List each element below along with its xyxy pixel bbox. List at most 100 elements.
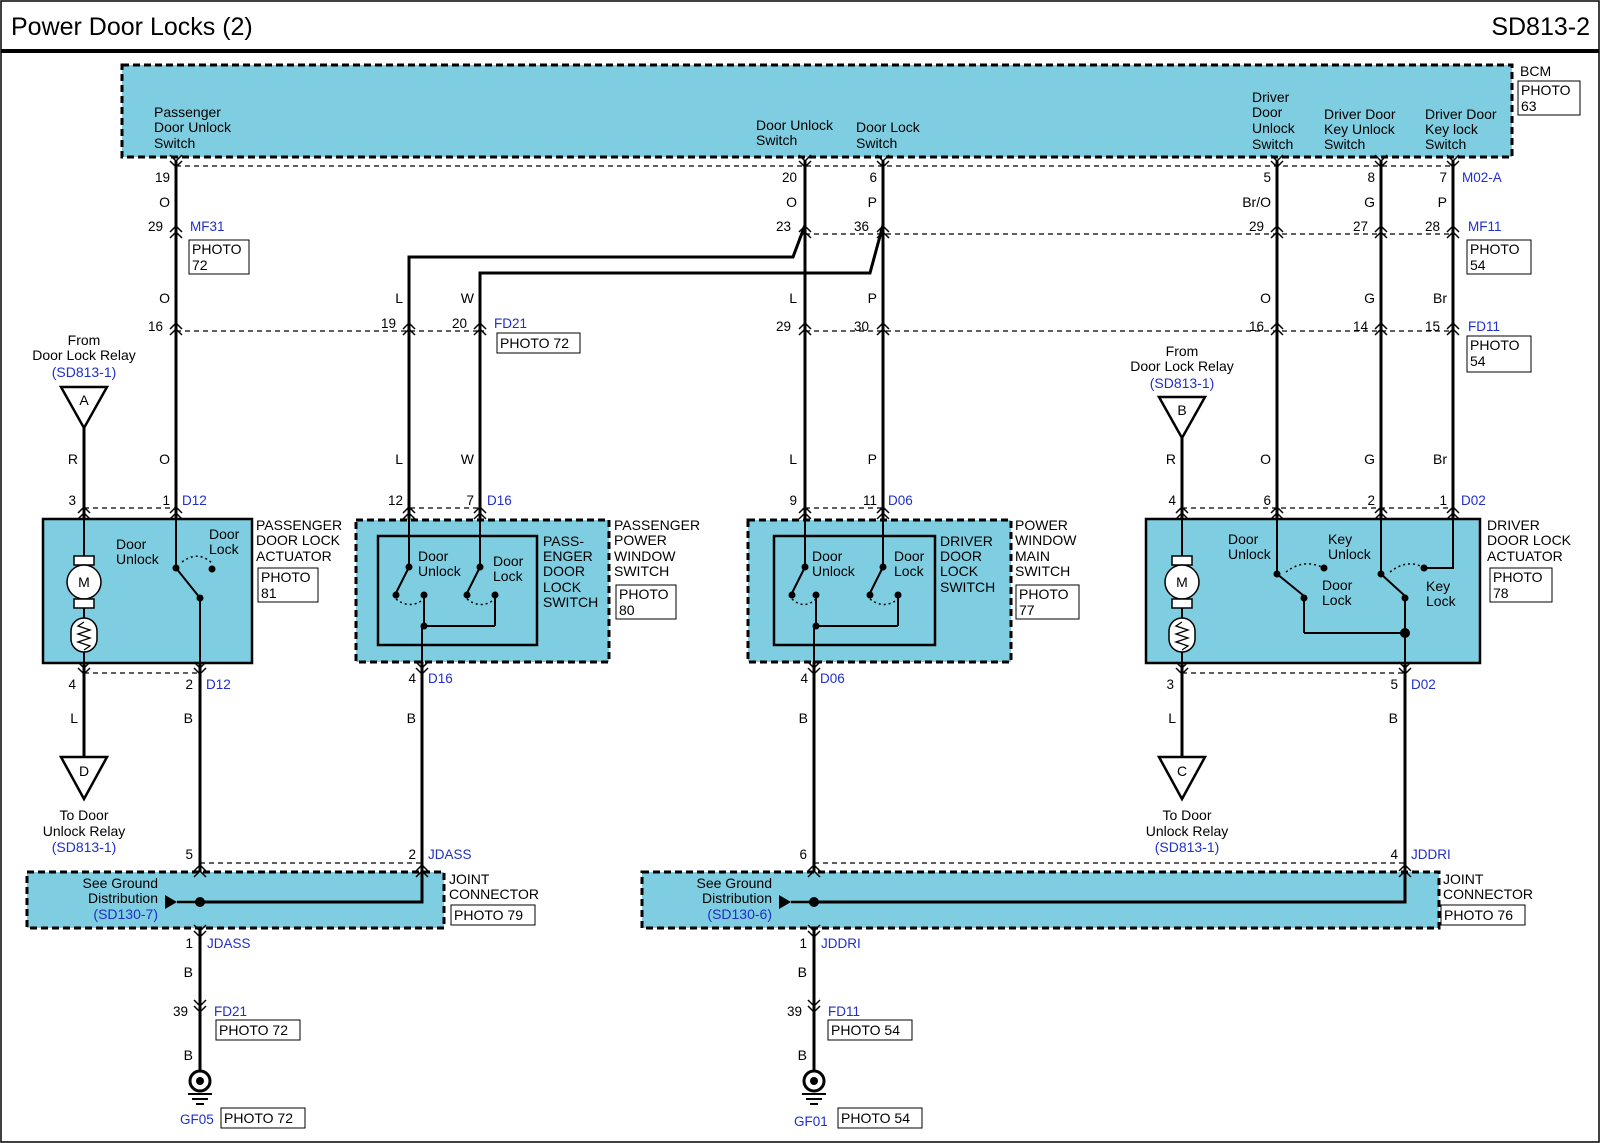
jdass-joint-box	[25, 870, 446, 930]
pin-number: 27	[1353, 219, 1368, 234]
schematic-code: SD813-2	[1491, 13, 1590, 41]
passenger-door-lock-actuator: 3 1 D12 PASSENGER DOOR LOCK ACTUATOR PHO…	[66, 493, 342, 692]
component-name: POWER	[1015, 517, 1068, 533]
passenger-lock-switch-inner	[376, 534, 539, 647]
photo-ref: PHOTO 72	[500, 335, 569, 351]
pin-number: 4	[1390, 847, 1398, 862]
relay-label: To Door	[1162, 807, 1211, 823]
component-name: MAIN	[1015, 548, 1050, 564]
component-name: JOINT	[449, 871, 490, 887]
relay-letter: C	[1177, 763, 1187, 779]
pin-number: 19	[155, 170, 170, 185]
photo-box	[1440, 904, 1526, 926]
contact-label: Lock	[209, 541, 240, 557]
connector-name: D02	[1411, 677, 1436, 692]
bcm-signal-label: Switch	[756, 132, 797, 148]
component-name: DOOR LOCK	[256, 532, 341, 548]
bcm-signal-label: Door Unlock	[756, 117, 834, 133]
ground-note: See Ground	[83, 875, 159, 891]
wire-color: B	[184, 964, 193, 980]
switch-name: LOCK	[543, 579, 582, 595]
pin-number: 5	[1390, 677, 1398, 692]
component-name: POWER	[614, 532, 667, 548]
contact-label: Door	[209, 526, 240, 542]
photo-ref: PHOTO	[192, 241, 242, 257]
pin-number: 29	[148, 219, 163, 234]
photo-box	[1015, 584, 1080, 620]
pin-number: 7	[466, 493, 474, 508]
photo-ref: 54	[1470, 353, 1486, 369]
relay-label: From	[1166, 343, 1199, 359]
component-name: SWITCH	[1015, 563, 1070, 579]
wire-color: Br	[1433, 290, 1447, 306]
pin-number: 1	[185, 936, 193, 951]
wire-color: B	[184, 1047, 193, 1063]
photo-box	[615, 584, 677, 620]
pin-number: 6	[799, 847, 807, 862]
motor-brush	[73, 598, 95, 609]
photo-box	[188, 239, 250, 275]
driver-actuator-box	[1144, 517, 1482, 665]
pin-number: 3	[68, 493, 76, 508]
photo-box	[837, 1107, 923, 1129]
wire-color: B	[184, 710, 193, 726]
relay-b-triangle	[1156, 395, 1208, 441]
pin-number: 2	[1367, 493, 1375, 508]
motor-label: M	[78, 574, 90, 590]
wire-color: B	[1389, 710, 1398, 726]
pin-number: 4	[800, 671, 808, 686]
ptc-element	[1168, 617, 1196, 653]
contact-label: Lock	[1322, 592, 1353, 608]
switch-name: DOOR	[940, 548, 982, 564]
pin-number: 2	[408, 847, 416, 862]
wire-color: L	[395, 451, 403, 467]
jddri-joint-box	[640, 870, 1441, 930]
wire-color: P	[1438, 194, 1447, 210]
bcm-signal-label: Driver Door	[1324, 106, 1396, 122]
component-name: DRIVER	[1487, 517, 1540, 533]
wire-colors-lower: R O L W L P R O G Br	[68, 451, 1447, 467]
wire-color: B	[407, 710, 416, 726]
pin-number: 11	[863, 493, 877, 508]
contact-label: Key	[1426, 578, 1450, 594]
wire-color: G	[1364, 194, 1375, 210]
contact-label: Unlock	[418, 563, 462, 579]
wire-color: O	[1260, 451, 1271, 467]
pin-number: 39	[173, 1004, 188, 1019]
wire-color: P	[868, 290, 877, 306]
photo-box	[1466, 239, 1532, 275]
bcm-signal-label: Driver Door	[1425, 106, 1497, 122]
relay-letter: D	[79, 763, 89, 779]
wire-color: G	[1364, 451, 1375, 467]
relay-ref: (SD813-1)	[52, 839, 117, 855]
bcm-signal-label: Key lock	[1425, 121, 1479, 137]
component-name: SWITCH	[614, 563, 669, 579]
bcm-labels: BCM PHOTO 63 Passenger Door Unlock Switc…	[154, 63, 1581, 210]
photo-ref: PHOTO 79	[454, 907, 523, 923]
pin-number: 30	[854, 319, 869, 334]
contact-label: Door	[894, 548, 925, 564]
bcm-connector: M02-A	[1462, 170, 1502, 185]
ground-name: GF05	[180, 1112, 214, 1127]
bcm-name: BCM	[1520, 63, 1551, 79]
connector-name: D16	[428, 671, 453, 686]
bcm-signal-label: Door	[1252, 104, 1283, 120]
photo-box	[215, 1019, 301, 1041]
wire-color: L	[395, 290, 403, 306]
relay-a-triangle	[58, 385, 110, 431]
contact-label: Key	[1328, 531, 1352, 547]
bcm-signal-label: Key Unlock	[1324, 121, 1396, 137]
pin-number: 1	[162, 493, 170, 508]
relay-ref: (SD813-1)	[1155, 839, 1220, 855]
pin-number: 5	[185, 847, 193, 862]
connector-name: FD11	[1468, 319, 1500, 334]
wire-color: B	[798, 964, 807, 980]
switch-name: DRIVER	[940, 533, 993, 549]
wire-color: L	[1168, 710, 1176, 726]
pin-number: 1	[799, 936, 807, 951]
photo-ref: 80	[619, 602, 635, 618]
relay-label: Unlock Relay	[1146, 823, 1228, 839]
contact-label: Lock	[894, 563, 925, 579]
bcm-signal-label: Door Unlock	[154, 119, 232, 135]
